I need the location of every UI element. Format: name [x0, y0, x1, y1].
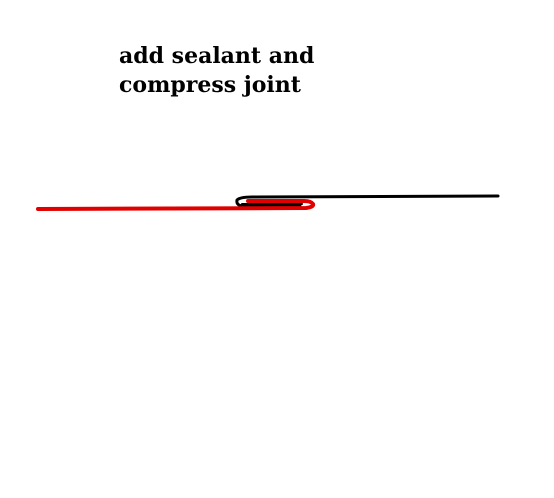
caption-line-2: compress joint	[119, 72, 301, 98]
diagram-caption: add sealant and compress joint	[119, 42, 359, 100]
caption-line-1: add sealant and	[119, 43, 315, 69]
red-sheet-line	[36, 199, 316, 211]
black-sheet-line	[235, 194, 500, 208]
